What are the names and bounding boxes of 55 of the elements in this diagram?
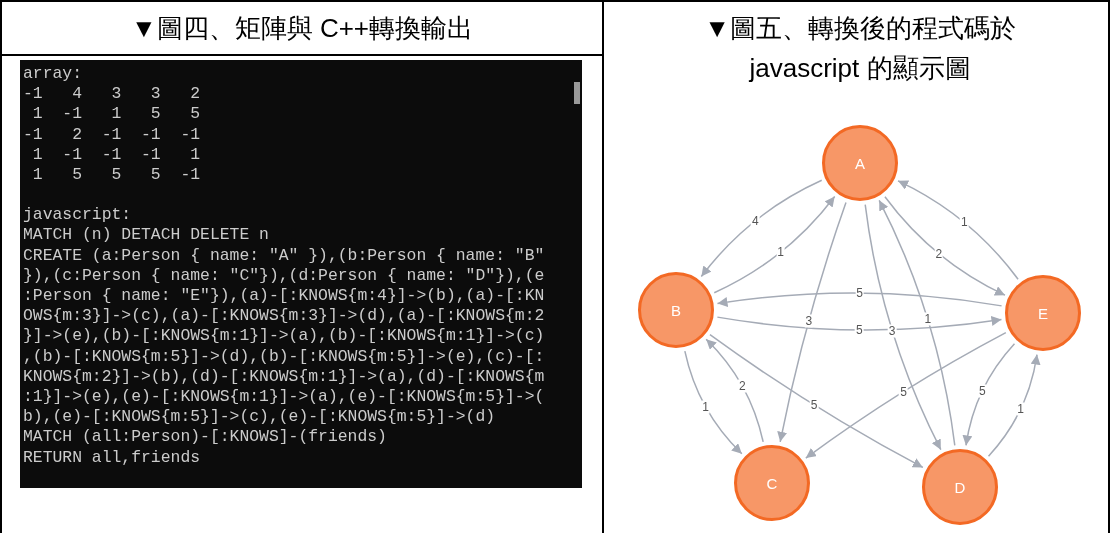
edge-label: 5: [855, 323, 864, 337]
node-circle: D: [922, 449, 998, 525]
arrow: [987, 353, 1041, 457]
edge-label: 5: [899, 385, 908, 399]
arrow: [705, 338, 764, 443]
arrow: [962, 343, 1016, 447]
edge-label: 5: [809, 398, 819, 412]
terminal-line: MATCH (all:Person)-[:KNOWS]-(friends): [23, 427, 387, 448]
arrow: [709, 333, 924, 469]
terminal-line: -1 2 -1 -1 -1: [23, 124, 201, 145]
edge-label: 5: [978, 384, 987, 398]
terminal-line: }]->(e),(b)-[:KNOWS{m:1}]->(a),(b)-[:KNOWS{m:1}]->(c): [23, 326, 545, 347]
terminal-line: 1 5 5 5 -1: [31, 165, 201, 185]
terminal-line: OWS{m:3}]->(c),(a)-[:KNOWS{m:3}]->(d),(a)-[:KNOWS{m:2: [23, 306, 545, 327]
edge-label: 2: [934, 247, 944, 261]
arrow: [884, 196, 1006, 296]
node-circle: E: [1005, 275, 1081, 351]
arrow: [897, 180, 1019, 280]
terminal-line: -1 4 3 3 2: [23, 84, 201, 105]
terminal-line: KNOWS{m:2}]->(b),(d)-[:KNOWS{m:1}]->(a),(d)-[:KNOWS{m: [23, 366, 545, 387]
arrow: [684, 350, 743, 455]
edge-label: 5: [855, 286, 864, 300]
terminal-line: RETURN all,friends: [23, 447, 201, 468]
node-circle: B: [638, 272, 714, 348]
node-circle: C: [734, 445, 810, 521]
edge-label: 3: [804, 314, 814, 328]
arrow: [716, 292, 1003, 308]
arrow: [777, 201, 847, 443]
node-circle: A: [822, 125, 898, 201]
terminal-line: }),(c:Person { name: "C"}),(d:Person { name: "D"}),(e: [23, 265, 545, 286]
terminal-line: ,(b)-[:KNOWS{m:5}]->(d),(b)-[:KNOWS{m:5}]->(e),(c)-[:: [23, 346, 545, 367]
terminal-line: 1 -1 -1 -1 1: [31, 144, 201, 165]
terminal-line: :Person { name: "E"}),(a)-[:KNOWS{m:4}]->(b),(a)-[:KN: [23, 286, 545, 306]
arrow: [713, 195, 836, 294]
edge-label: 4: [751, 214, 760, 228]
figure-heading: ▼圖五、轉換後的程式碼於 javascript 的顯示圖: [703, 12, 1017, 85]
terminal-line: array:: [23, 64, 83, 84]
terminal-line: javascript:: [23, 205, 132, 226]
arrow: [878, 199, 956, 447]
terminal-line: :1}]->(e),(e)-[:KNOWS{m:1}]->(a),(e)-[:KNOWS{m:5}]->(: [23, 387, 545, 407]
terminal-line: MATCH (n) DETACH DELETE n: [23, 225, 269, 246]
arrow: [805, 331, 1007, 459]
edge-label: 2: [738, 379, 747, 393]
arrow: [864, 203, 942, 451]
edge-label: 1: [923, 313, 933, 326]
terminal-line: 1 -1 1 5 5: [31, 104, 201, 125]
terminal-line: b),(e)-[:KNOWS{m:5}]->(c),(e)-[:KNOWS{m:5}]->(d): [23, 407, 496, 428]
edge-label: 1: [701, 400, 710, 414]
edge-label: 1: [959, 215, 969, 229]
edge-label: 3: [887, 324, 897, 337]
terminal-line: CREATE (a:Person { name: "A" }),(b:Person { name: "B": [23, 245, 545, 266]
edge-label: 1: [1016, 402, 1025, 416]
figure-heading: ▼圖四、矩陣與 C++轉換輸出: [129, 12, 475, 45]
arrow: [700, 179, 823, 278]
edge-label: 1: [776, 245, 785, 259]
